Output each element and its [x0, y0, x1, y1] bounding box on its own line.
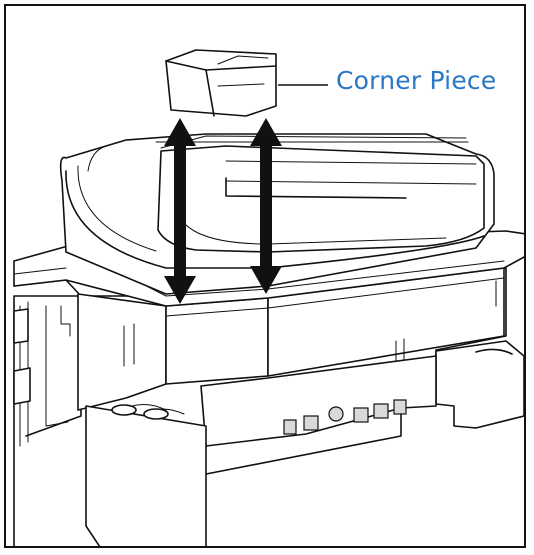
scanner-assembly-illustration: [13, 49, 524, 546]
corner-piece-label: Corner Piece: [336, 66, 497, 95]
scanner-body: [59, 133, 495, 295]
base-housing: [13, 267, 524, 546]
vertical-arrow-right: [250, 118, 282, 294]
vertical-arrow-left: [164, 118, 196, 304]
figure-frame: Corner Piece: [4, 4, 526, 548]
corner-piece: [165, 49, 277, 117]
connector-ports: [283, 399, 407, 435]
